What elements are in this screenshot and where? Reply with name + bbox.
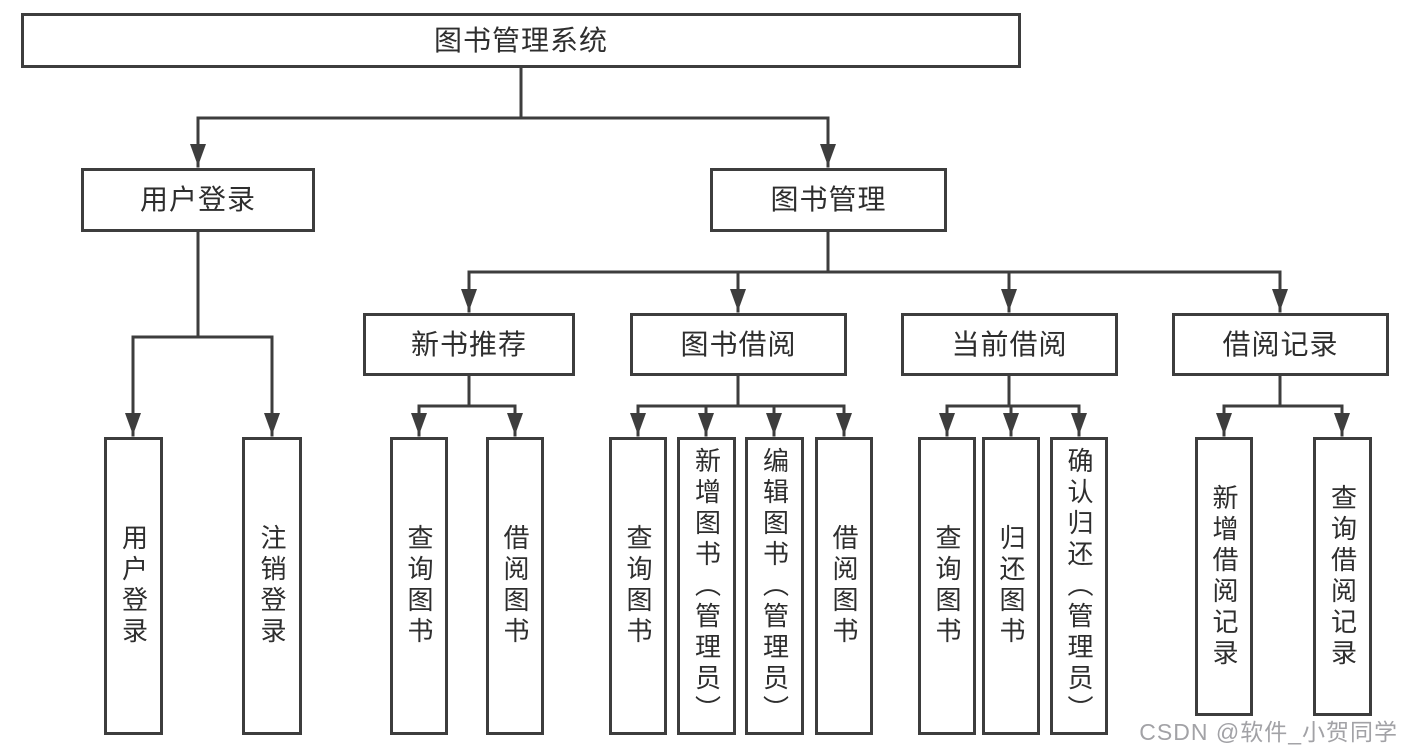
node-new-book-recommend-label: 新书推荐 <box>410 328 527 360</box>
node-current-borrowing-label: 当前借阅 <box>951 328 1068 360</box>
node-book-borrowing: 图书借阅 <box>630 313 847 376</box>
node-library-system: 图书管理系统 <box>21 13 1021 68</box>
leaf-confirm-return-admin: 确认归还（管理员） <box>1050 437 1108 735</box>
leaf-borrow-books-borrowing: 借阅图书 <box>815 437 873 735</box>
node-book-borrowing-label: 图书借阅 <box>680 328 797 360</box>
leaf-logout-label: 注销登录 <box>257 524 287 648</box>
node-borrow-records: 借阅记录 <box>1172 313 1389 376</box>
leaf-query-books-recommend-label: 查询图书 <box>404 524 434 648</box>
leaf-query-books-borrowing: 查询图书 <box>609 437 667 735</box>
leaf-add-borrow-record: 新增借阅记录 <box>1195 437 1253 716</box>
leaf-edit-books-admin-label: 编辑图书（管理员） <box>759 446 790 726</box>
leaf-borrow-books-recommend-label: 借阅图书 <box>500 524 530 648</box>
leaf-user-login: 用户登录 <box>104 437 163 735</box>
node-book-management: 图书管理 <box>710 168 947 232</box>
leaf-query-books-current: 查询图书 <box>918 437 976 735</box>
leaf-add-books-admin-label: 新增图书（管理员） <box>691 446 722 726</box>
node-user-login-branch: 用户登录 <box>81 168 315 232</box>
leaf-user-login-label: 用户登录 <box>118 524 149 648</box>
leaf-query-borrow-record-label: 查询借阅记录 <box>1327 483 1358 670</box>
node-new-book-recommend: 新书推荐 <box>363 313 575 376</box>
leaf-edit-books-admin: 编辑图书（管理员） <box>745 437 804 735</box>
watermark: CSDN @软件_小贺同学 <box>1139 719 1398 745</box>
leaf-borrow-books-borrowing-label: 借阅图书 <box>829 524 859 648</box>
leaf-return-books: 归还图书 <box>982 437 1040 735</box>
leaf-query-books-recommend: 查询图书 <box>390 437 448 735</box>
node-borrow-records-label: 借阅记录 <box>1222 328 1339 360</box>
leaf-confirm-return-admin-label: 确认归还（管理员） <box>1064 446 1094 726</box>
leaf-add-books-admin: 新增图书（管理员） <box>677 437 736 735</box>
node-book-management-label: 图书管理 <box>770 184 887 215</box>
leaf-query-books-borrowing-label: 查询图书 <box>623 524 653 648</box>
node-library-system-label: 图书管理系统 <box>433 24 608 56</box>
leaf-return-books-label: 归还图书 <box>996 524 1026 648</box>
node-user-login-branch-label: 用户登录 <box>139 184 256 215</box>
leaf-query-borrow-record: 查询借阅记录 <box>1313 437 1372 716</box>
leaf-add-borrow-record-label: 新增借阅记录 <box>1209 483 1239 670</box>
node-current-borrowing: 当前借阅 <box>901 313 1118 376</box>
leaf-query-books-current-label: 查询图书 <box>932 524 962 648</box>
leaf-borrow-books-recommend: 借阅图书 <box>486 437 544 735</box>
leaf-logout: 注销登录 <box>242 437 302 735</box>
